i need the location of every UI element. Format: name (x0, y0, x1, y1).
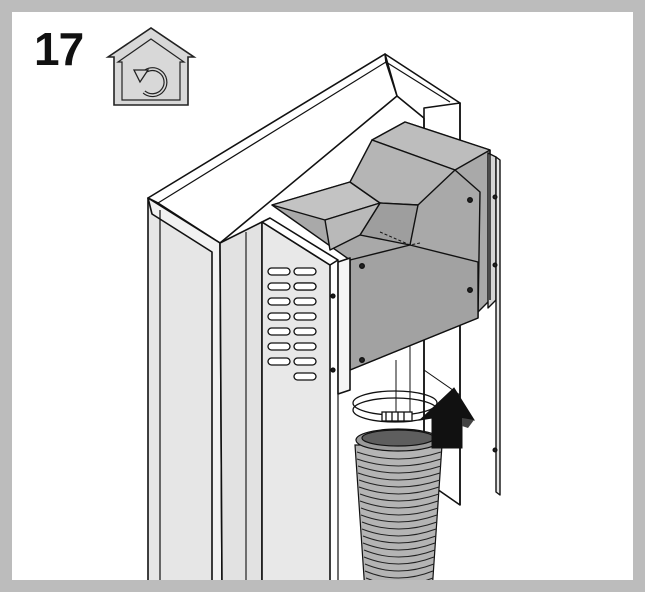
cabinet-front (147, 197, 351, 586)
recirculation-house-icon (105, 27, 197, 106)
up-arrow-icon (418, 387, 476, 449)
step-number: 17 (34, 23, 84, 75)
vent-grille (267, 267, 317, 381)
frame-right-edge (633, 0, 645, 592)
frame-bottom-edge (0, 580, 645, 592)
flexible-hose (354, 428, 443, 592)
duct-assembly (271, 121, 501, 496)
